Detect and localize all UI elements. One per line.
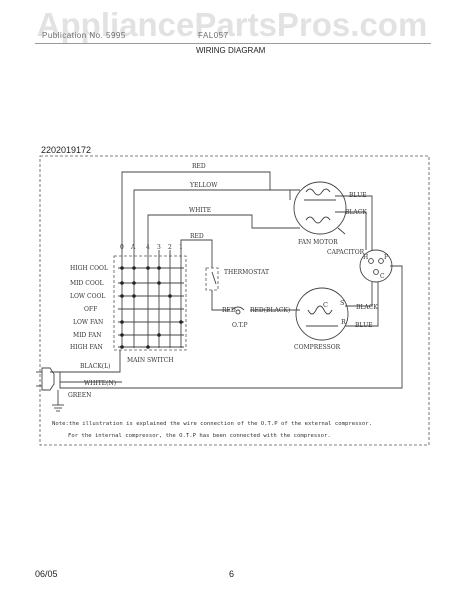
switch-grid: [118, 258, 184, 348]
wire-label-black-fan: BLACK: [345, 209, 367, 216]
thermostat-label: THERMOSTAT: [224, 269, 269, 276]
switch-terminal-2: 2: [168, 244, 172, 251]
ground-symbol: [52, 404, 64, 412]
document-number: 2202019172: [41, 145, 92, 155]
wire-label-red-switch: RED: [190, 233, 204, 240]
wire-label-red-comp: RED: [222, 307, 236, 314]
comp-terminal-r: R: [341, 318, 347, 326]
switch-pos-low-fan: LOW FAN: [73, 319, 103, 326]
switch-terminal-a: A: [130, 244, 136, 251]
cap-terminal-h: H: [363, 254, 368, 261]
watermark-logo: AppliancePartsPros.com: [36, 6, 428, 43]
page-title: WIRING DIAGRAM: [196, 46, 266, 55]
wire-label-yellow: YELLOW: [189, 182, 218, 189]
note-line-1: Note:the illustration is explained the w…: [52, 421, 372, 427]
switch-pos-high-cool: HIGH COOL: [70, 265, 108, 272]
wire-label-black-comp: BLACK: [356, 304, 378, 311]
publication-number: Publication No. 5995: [42, 31, 126, 40]
note-line-2: For the internal compressor, the O.T.P h…: [68, 433, 331, 439]
cap-terminal-c: C: [380, 273, 385, 280]
header-rule: [35, 43, 431, 44]
switch-pos-mid-fan: MID FAN: [73, 332, 101, 339]
wire-runs: [50, 171, 403, 405]
main-switch-label: MAIN SWITCH: [127, 357, 173, 364]
compressor-symbol: [295, 287, 349, 341]
compressor-label: COMPRESSOR: [294, 344, 341, 351]
diagram-border: [39, 155, 430, 446]
power-plug-symbol: [36, 367, 55, 391]
wire-label-blue-fan: BLUE: [349, 192, 367, 199]
switch-terminal-stubs: [121, 250, 182, 258]
model-number: FAL057: [198, 31, 229, 40]
switch-pos-high-fan: HIGH FAN: [70, 344, 103, 351]
capacitor-label: CAPACITOR: [327, 249, 365, 256]
cap-terminal-f: F: [384, 254, 388, 261]
switch-terminal-3: 3: [157, 244, 161, 251]
otp-label: O.T.P: [232, 322, 248, 329]
wire-label-white-n: WHITE(N): [84, 380, 116, 387]
footer-page-number: 6: [229, 569, 235, 579]
capacitor-symbol: [359, 249, 393, 283]
switch-pos-low-cool: LOW COOL: [70, 293, 105, 300]
footer-date: 06/05: [35, 569, 58, 579]
wire-label-green: GREEN: [68, 392, 91, 399]
switch-pos-mid-cool: MID COOL: [70, 280, 104, 287]
wire-label-red-top: RED: [192, 163, 206, 170]
fan-motor-symbol: [293, 181, 347, 235]
otp-symbol: [231, 306, 245, 315]
wire-label-white: WHITE: [189, 207, 211, 214]
wire-label-red-black: RED(BLACK): [250, 307, 290, 314]
comp-terminal-s: S: [340, 299, 344, 307]
switch-contact-dots: [120, 266, 183, 349]
fan-motor-label: FAN MOTOR: [298, 239, 338, 246]
comp-terminal-c: C: [323, 301, 328, 309]
main-switch-box: [113, 255, 187, 351]
wire-label-blue-comp: BLUE: [355, 322, 373, 329]
switch-pos-off: OFF: [84, 306, 97, 313]
thermostat-symbol: [205, 267, 219, 291]
wire-label-black-l: BLACK(L): [80, 363, 110, 370]
